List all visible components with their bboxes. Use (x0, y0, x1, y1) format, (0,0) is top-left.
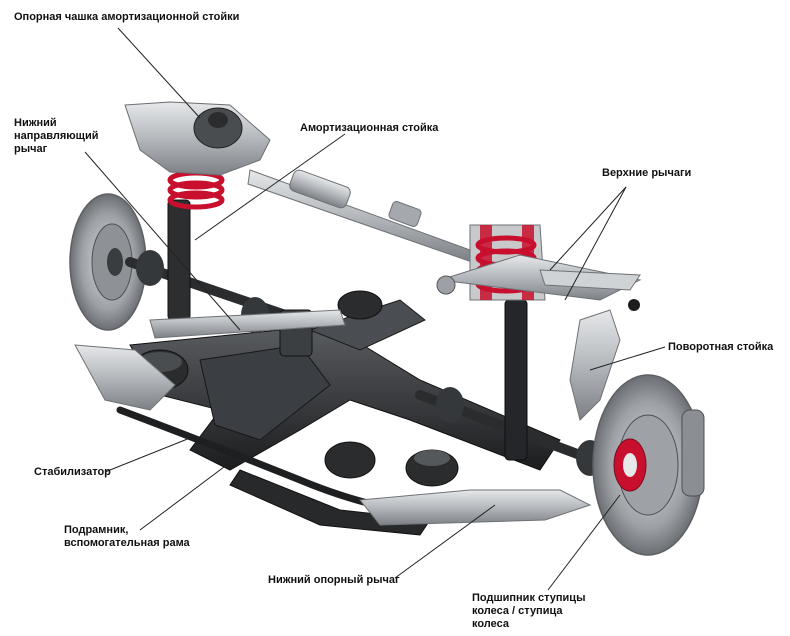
label-subframe: Подрамник, вспомогательная рама (64, 524, 190, 549)
leader-subframe (139, 454, 241, 531)
left-strut (167, 170, 225, 321)
leader-knuckle (589, 346, 666, 371)
leader-strut-mount (117, 27, 201, 119)
right-knuckle (569, 309, 621, 421)
subframe (129, 299, 561, 536)
leader-upper-arm-2 (564, 186, 627, 301)
right-brake-disc (592, 374, 705, 556)
leader-hub-bearing (547, 494, 621, 591)
label-knuckle: Поворотная стойка (668, 341, 774, 353)
leader-shock-strut (194, 133, 346, 241)
label-upper-arms: Верхние рычаги (602, 167, 692, 179)
wheel-hub-bearing (613, 438, 647, 492)
leader-lower-link (84, 151, 241, 331)
left-lower-arm (74, 344, 176, 411)
right-lower-arm (359, 489, 592, 526)
left-lower-link (149, 309, 346, 339)
right-upper-arms (436, 254, 642, 311)
leader-lower-arm (394, 504, 496, 579)
label-strut-mount: Опорная чашка амортизационной стойки (14, 11, 240, 23)
label-lower-arm: Нижний опорный рычаг (268, 574, 400, 586)
label-hub-bearing: Подшипник ступицы колеса / ступица колес… (472, 592, 586, 630)
leader-stabilizer (104, 437, 191, 473)
leader-lines (84, 27, 666, 591)
left-strut-mount (124, 101, 271, 176)
label-stabilizer: Стабилизатор (34, 466, 111, 478)
steering-rack (247, 169, 473, 263)
label-shock-strut: Амортизационная стойка (300, 122, 439, 134)
leader-upper-arm-1 (549, 186, 627, 271)
label-lower-link: Нижний направляющий рычаг (14, 117, 99, 155)
